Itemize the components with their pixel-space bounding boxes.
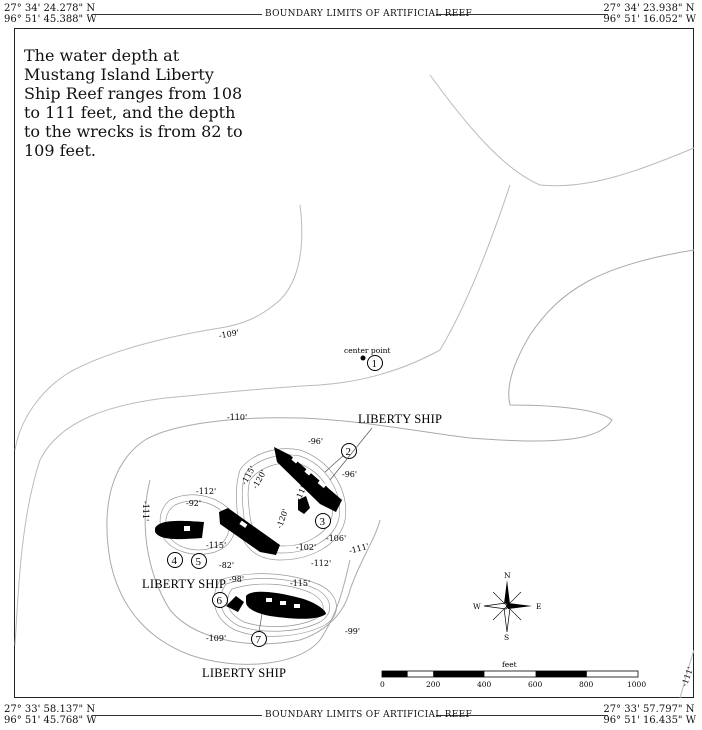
liberty-ship-4 [155, 520, 204, 540]
scale-tick: 1000 [627, 680, 646, 689]
depth-label: -111' [141, 501, 150, 521]
depth-label: -111' [680, 666, 695, 688]
compass-rose: N S E W [473, 571, 541, 642]
scale-tick: 200 [426, 680, 441, 689]
marker-6: 6 [217, 595, 223, 607]
contour-110 [106, 249, 695, 665]
coord-lat: 27° 34' 24.278" N [4, 3, 96, 14]
coord-lat: 27° 33' 57.797" N [603, 704, 695, 715]
liberty-ship-5 [219, 508, 280, 555]
coord-lat: 27° 33' 58.137" N [4, 704, 96, 715]
scale-bar: feet 0 200 400 600 800 1000 [380, 660, 646, 689]
depth-label: -96' [308, 437, 323, 446]
depth-label: -82' [219, 561, 234, 570]
depth-label: -92' [186, 499, 201, 508]
depth-label: -98' [229, 575, 244, 584]
map-frame [14, 28, 694, 698]
marker-5: 5 [196, 556, 202, 568]
depth-label: -110' [227, 413, 247, 422]
depth-label: -111' [348, 542, 370, 556]
liberty-ship-7 [246, 591, 326, 619]
boundary-line [436, 715, 608, 716]
marker-2: 2 [346, 446, 352, 458]
scale-unit: feet [502, 660, 517, 669]
compass-w: W [473, 602, 481, 611]
depth-label: -120' [275, 508, 290, 530]
depth-label: -112' [196, 487, 216, 496]
center-point [360, 355, 366, 361]
boundary-label-top: BOUNDARY LIMITS OF ARTIFICIAL REEF [265, 9, 473, 19]
scale-tick: 0 [380, 680, 385, 689]
marker-7: 7 [256, 634, 262, 646]
boundary-label-bottom: BOUNDARY LIMITS OF ARTIFICIAL REEF [265, 710, 473, 720]
center-point-label: center point [344, 346, 390, 355]
compass-e: E [536, 602, 541, 611]
depth-label: -106' [326, 534, 346, 543]
wreck-6 [226, 596, 244, 612]
coord-lon: 96° 51' 16.435" W [603, 715, 696, 726]
wreck-3 [298, 496, 310, 514]
contour-109 [14, 74, 695, 646]
marker-3: 3 [320, 516, 326, 528]
depth-label: -109' [206, 634, 226, 643]
boundary-line [92, 715, 262, 716]
liberty-ship-2 [274, 447, 342, 512]
contour-111-se [679, 649, 695, 699]
contour-111 [144, 479, 381, 645]
depth-label: -96' [342, 470, 357, 479]
marker-4: 4 [172, 555, 178, 567]
depth-label: -102' [296, 543, 316, 552]
coord-lat: 27° 34' 23.938" N [603, 3, 695, 14]
scale-tick: 600 [528, 680, 543, 689]
depth-label: -115' [206, 541, 226, 550]
depth-label: -115' [290, 579, 310, 588]
scale-tick: 400 [477, 680, 492, 689]
boundary-line [92, 14, 262, 15]
coord-bottom-right: 27° 33' 57.797" N 96° 51' 16.435" W [603, 704, 696, 726]
coord-lon: 96° 51' 45.388" W [4, 14, 97, 25]
coord-bottom-left: 27° 33' 58.137" N 96° 51' 45.768" W [4, 704, 97, 726]
depth-label: -109' [218, 328, 239, 340]
ship-label-4-5: LIBERTY SHIP [142, 577, 226, 591]
coord-top-right: 27° 34' 23.938" N 96° 51' 16.052" W [603, 3, 696, 25]
coord-lon: 96° 51' 45.768" W [4, 715, 97, 726]
ship-label-2: LIBERTY SHIP [358, 412, 442, 426]
coord-top-left: 27° 34' 24.278" N 96° 51' 45.388" W [4, 3, 97, 25]
ship-label-6-7: LIBERTY SHIP [202, 666, 286, 680]
coord-lon: 96° 51' 16.052" W [603, 14, 696, 25]
depth-label: -99' [345, 627, 360, 636]
boundary-line [436, 14, 608, 15]
compass-s: S [504, 633, 509, 642]
compass-n: N [504, 571, 511, 580]
contour-109b [14, 204, 303, 451]
depth-label: -112' [311, 559, 331, 568]
scale-tick: 800 [579, 680, 594, 689]
depth-info-text: The water depth at Mustang Island Libert… [24, 46, 243, 160]
marker-1: 1 [372, 358, 378, 370]
